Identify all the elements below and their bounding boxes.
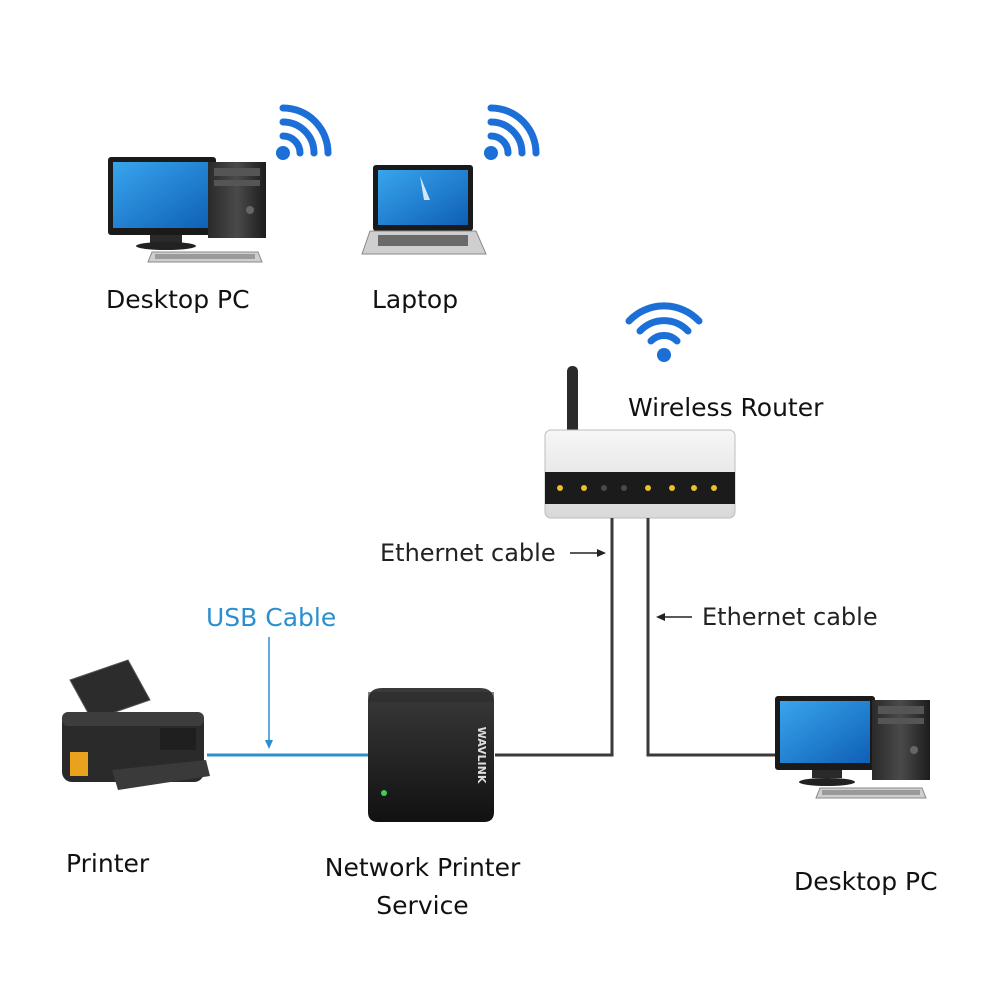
wifi-icon — [625, 302, 703, 362]
router-label: Wireless Router — [628, 393, 824, 422]
laptop-label: Laptop — [372, 285, 459, 314]
laptop-icon — [361, 165, 487, 255]
desktop-pc-icon — [775, 696, 930, 799]
desktop-pc-icon — [108, 157, 266, 263]
network-printer-service-line1: Network Printer — [324, 853, 521, 882]
router-icon — [544, 366, 736, 519]
wifi-icon — [276, 104, 332, 160]
desktop-pc-label-bottom: Desktop PC — [794, 867, 938, 896]
wifi-icon — [484, 104, 540, 160]
ethernet-arrow-right — [656, 613, 692, 621]
usb-cable-label: USB Cable — [206, 603, 337, 632]
ethernet-arrow-left — [570, 549, 606, 557]
usb-arrow — [265, 637, 273, 749]
print-server-icon: WAVLINK — [368, 688, 494, 822]
ethernet-cable — [495, 518, 775, 757]
printer-icon — [62, 659, 210, 790]
desktop-pc-label-top: Desktop PC — [106, 285, 250, 314]
print-server-brand: WAVLINK — [475, 727, 488, 784]
network-printer-service-line2: Service — [376, 891, 469, 920]
printer-label: Printer — [66, 849, 150, 878]
ethernet-cable-label-right: Ethernet cable — [702, 603, 878, 631]
network-printer-service-label: Network Printer Service — [300, 849, 545, 925]
ethernet-cable-label-left: Ethernet cable — [380, 539, 556, 567]
